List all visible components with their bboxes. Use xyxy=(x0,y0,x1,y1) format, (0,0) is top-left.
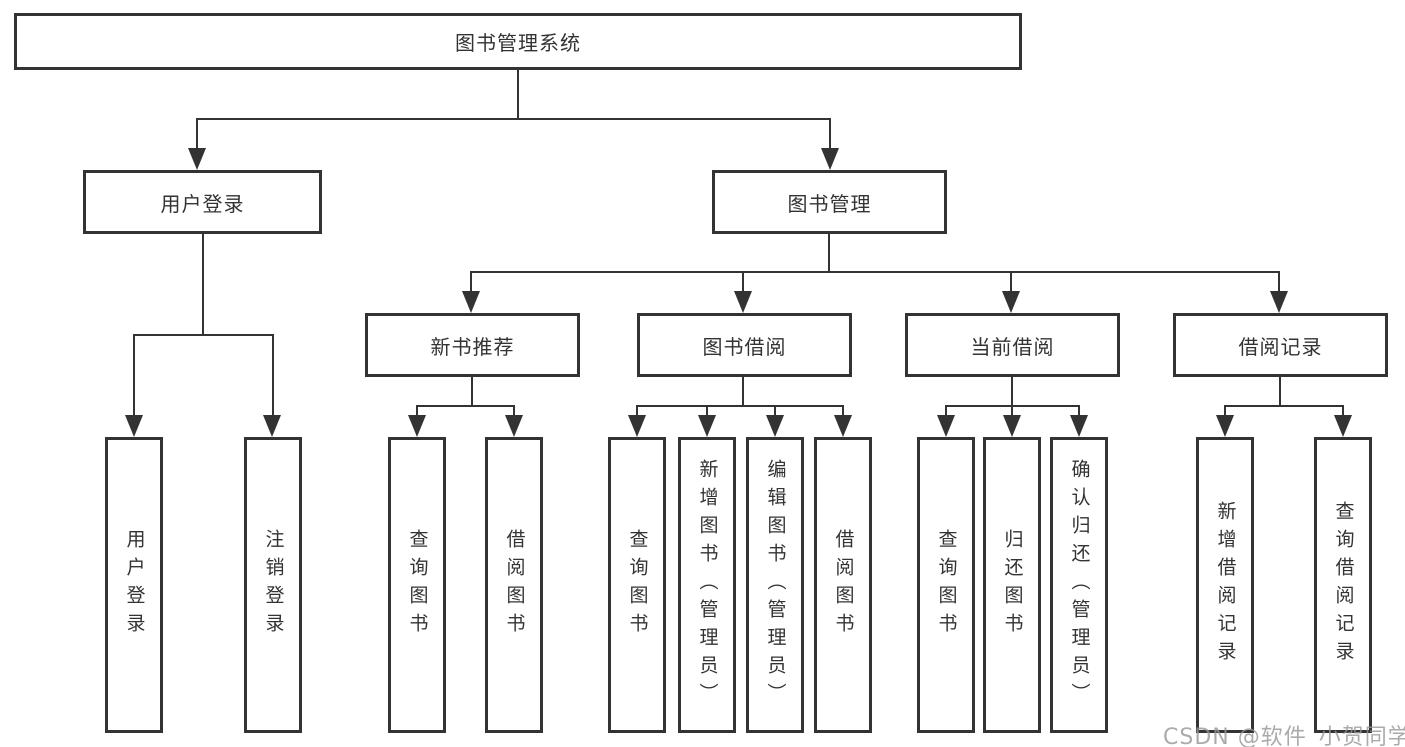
arrowhead-down-icon xyxy=(821,148,839,170)
connector xyxy=(1278,273,1280,295)
node-user-login: 用户登录 xyxy=(83,170,322,234)
arrowhead-down-icon xyxy=(1002,291,1020,313)
connector xyxy=(517,70,519,118)
connector xyxy=(133,334,135,416)
leaf-borrow-books-borrow: 借阅图书 xyxy=(814,437,872,733)
arrowhead-down-icon xyxy=(188,148,206,170)
node-label: 查询图书 xyxy=(406,529,429,641)
connector xyxy=(513,407,515,419)
node-label: 注销登录 xyxy=(262,529,285,641)
arrowhead-down-icon xyxy=(834,415,852,437)
node-book-management: 图书管理 xyxy=(712,170,947,234)
connector xyxy=(636,405,844,407)
node-label: 查询图书 xyxy=(935,529,958,641)
node-label: 编辑图书（管理员） xyxy=(764,459,787,711)
connector xyxy=(196,118,831,120)
node-label: 查询借阅记录 xyxy=(1332,501,1355,669)
node-label: 图书借阅 xyxy=(702,334,787,359)
arrowhead-down-icon xyxy=(462,291,480,313)
connector xyxy=(945,407,947,419)
connector xyxy=(742,377,744,407)
connector xyxy=(742,273,744,295)
leaf-add-borrow-record: 新增借阅记录 xyxy=(1196,437,1254,733)
connector xyxy=(829,118,831,152)
leaf-borrow-books-recommend: 借阅图书 xyxy=(485,437,543,733)
connector xyxy=(706,407,708,419)
node-label: 新增图书（管理员） xyxy=(696,459,719,711)
leaf-user-login: 用户登录 xyxy=(105,437,163,733)
leaf-confirm-return-admin: 确认归还（管理员） xyxy=(1050,437,1108,733)
connector xyxy=(196,118,198,152)
node-borrow-records: 借阅记录 xyxy=(1173,313,1388,377)
node-label: 借阅图书 xyxy=(503,529,526,641)
arrowhead-down-icon xyxy=(698,415,716,437)
connector xyxy=(202,234,204,336)
node-label: 当前借阅 xyxy=(970,334,1055,359)
arrowhead-down-icon xyxy=(766,415,784,437)
node-new-book-recommend: 新书推荐 xyxy=(365,313,580,377)
leaf-add-books-admin: 新增图书（管理员） xyxy=(678,437,736,733)
connector xyxy=(842,407,844,419)
connector xyxy=(470,271,1280,273)
leaf-logout-login: 注销登录 xyxy=(244,437,302,733)
arrowhead-down-icon xyxy=(125,415,143,437)
node-label: 用户登录 xyxy=(160,191,245,216)
node-library-system: 图书管理系统 xyxy=(14,13,1022,70)
node-label: 新增借阅记录 xyxy=(1214,501,1237,669)
leaf-query-books-recommend: 查询图书 xyxy=(388,437,446,733)
leaf-query-books-current: 查询图书 xyxy=(917,437,975,733)
arrowhead-down-icon xyxy=(1334,415,1352,437)
leaf-edit-books-admin: 编辑图书（管理员） xyxy=(746,437,804,733)
connector xyxy=(416,405,515,407)
connector xyxy=(1011,407,1013,419)
node-label: 用户登录 xyxy=(123,529,146,641)
arrowhead-down-icon xyxy=(408,415,426,437)
node-label: 新书推荐 xyxy=(430,334,515,359)
connector xyxy=(471,377,473,407)
arrowhead-down-icon xyxy=(505,415,523,437)
node-book-borrow: 图书借阅 xyxy=(637,313,852,377)
connector xyxy=(1224,407,1226,419)
leaf-query-books-borrow: 查询图书 xyxy=(608,437,666,733)
connector xyxy=(470,273,472,295)
node-label: 借阅记录 xyxy=(1238,334,1323,359)
arrowhead-down-icon xyxy=(1003,415,1021,437)
node-label: 图书管理 xyxy=(787,191,872,216)
arrowhead-down-icon xyxy=(937,415,955,437)
connector xyxy=(774,407,776,419)
arrowhead-down-icon xyxy=(628,415,646,437)
node-label: 确认归还（管理员） xyxy=(1068,459,1091,711)
node-label: 归还图书 xyxy=(1001,529,1024,641)
arrowhead-down-icon xyxy=(263,415,281,437)
node-label: 借阅图书 xyxy=(832,529,855,641)
arrowhead-down-icon xyxy=(1070,415,1088,437)
watermark: CSDN @软件_小贺同学 xyxy=(1163,725,1405,747)
connector xyxy=(1010,273,1012,295)
connector xyxy=(828,234,830,273)
leaf-query-borrow-record: 查询借阅记录 xyxy=(1314,437,1372,733)
node-label: 图书管理系统 xyxy=(455,31,581,55)
arrowhead-down-icon xyxy=(1270,291,1288,313)
arrowhead-down-icon xyxy=(1216,415,1234,437)
node-label: 查询图书 xyxy=(626,529,649,641)
connector xyxy=(636,407,638,419)
connector xyxy=(133,334,274,336)
leaf-return-books: 归还图书 xyxy=(983,437,1041,733)
connector xyxy=(1279,377,1281,407)
connector xyxy=(272,334,274,416)
connector xyxy=(1011,377,1013,407)
arrowhead-down-icon xyxy=(734,291,752,313)
connector xyxy=(1342,407,1344,419)
node-current-borrow: 当前借阅 xyxy=(905,313,1120,377)
connector xyxy=(1078,407,1080,419)
connector xyxy=(1224,405,1344,407)
connector xyxy=(416,407,418,419)
connector xyxy=(945,405,1080,407)
